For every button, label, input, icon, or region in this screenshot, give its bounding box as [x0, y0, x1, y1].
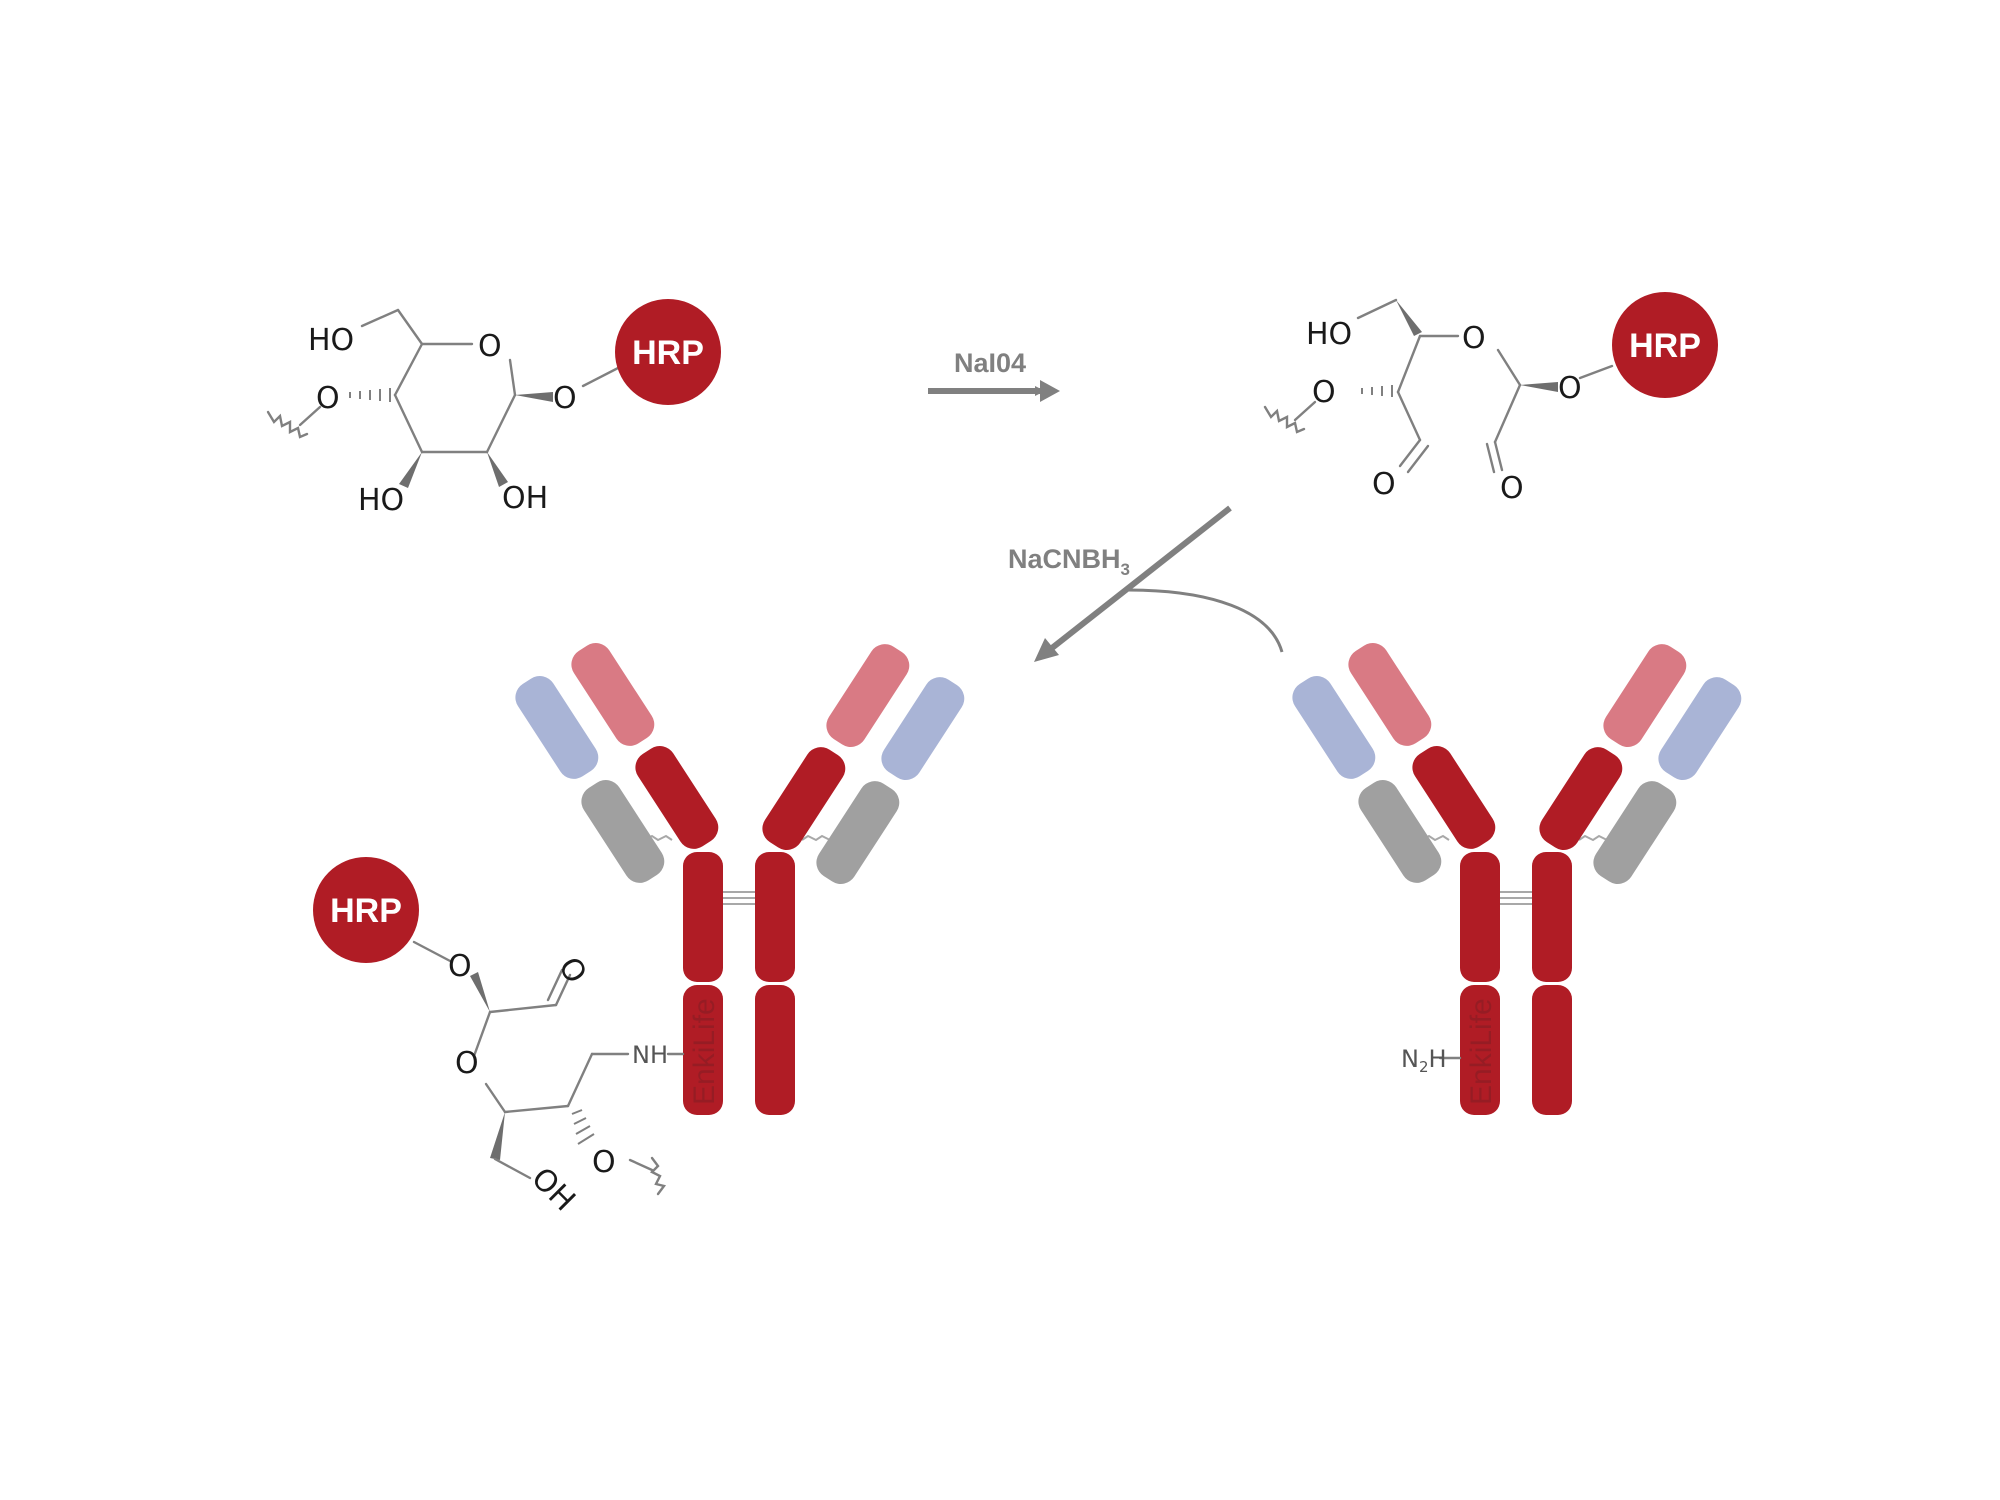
free-left-light-variable [1292, 676, 1376, 779]
oxidized-link-oxygen-label: O [1558, 371, 1582, 406]
conjugate-oh-label: OH [524, 1161, 581, 1218]
free-right-heavy-ch1 [1539, 747, 1623, 850]
hrp-circle [615, 299, 721, 405]
left-heavy-ch3 [683, 985, 723, 1115]
oxidized-hrp-label: HRP [1629, 327, 1701, 365]
free-left-heavy-ch1 [1412, 746, 1496, 849]
antibody-join-curve [1127, 588, 1284, 653]
reduction-arrow [1050, 505, 1232, 651]
free-right-heavy-ch3 [1532, 985, 1572, 1115]
conjugate-hrp-circle [313, 857, 419, 963]
free-left-light-constant [1358, 780, 1442, 883]
right-heavy-variable [826, 644, 910, 747]
hrp-label: HRP [632, 334, 704, 372]
oxidized-glyco-oxygen-label: O [1312, 375, 1336, 410]
oxidized-ring-oxygen-label: O [1462, 321, 1486, 356]
anomeric-oxygen-label: O [553, 381, 577, 416]
free-right-light-constant [1593, 781, 1677, 884]
ho-c3-label: HO [358, 483, 404, 518]
left-light-constant [581, 780, 665, 883]
conjugate-glyco-oxygen-label: O [592, 1145, 616, 1180]
conjugate-link-oxygen-label: O [448, 949, 472, 984]
conjugate-hrp-label: HRP [330, 892, 402, 930]
free-left-heavy-ch3 [1460, 985, 1500, 1115]
ring-oxygen-label: O [478, 329, 502, 364]
conjugate-aldehyde-oxygen-label: O [551, 952, 593, 990]
free-amine-h: H [1429, 1045, 1447, 1073]
free-right-heavy-variable [1603, 644, 1687, 747]
oxidation-step: NaI04 [928, 348, 1060, 402]
brand-watermark-right: EnkiLife [1465, 998, 1498, 1105]
aldehyde-oxygen-2-label: O [1500, 471, 1524, 506]
ho-ch2-label: HO [308, 323, 354, 358]
glycan-hrp-molecule: O HO O O HO OH HRP [266, 299, 721, 518]
oxidized-ho-label: HO [1306, 317, 1352, 352]
free-right-light-variable [1658, 677, 1742, 780]
reduction-reagent-subscript: 3 [1121, 560, 1130, 579]
oxidized-hrp-circle [1612, 292, 1718, 398]
free-antibody: EnkiLife N2H [1292, 643, 1742, 1115]
oh-c2-label: OH [502, 481, 548, 516]
reduction-reagent-label: NaCNBH3 [1008, 544, 1130, 579]
brand-watermark-left: EnkiLife [688, 998, 721, 1105]
right-light-constant [816, 781, 900, 884]
aldehyde-oxygen-1-label: O [1372, 467, 1396, 502]
right-heavy-ch1 [762, 747, 846, 850]
reduction-reagent-base: NaCNBH [1008, 544, 1121, 574]
conjugate-amine-label: NH [632, 1041, 668, 1069]
right-heavy-ch2 [755, 852, 795, 982]
left-heavy-variable [571, 643, 655, 746]
free-left-heavy-ch2 [1460, 852, 1500, 982]
free-right-heavy-ch2 [1532, 852, 1572, 982]
free-amine-label: N2H [1401, 1045, 1447, 1076]
left-heavy-ch2 [683, 852, 723, 982]
free-amine-n: N [1401, 1045, 1419, 1073]
free-amine-subscript: 2 [1419, 1058, 1429, 1076]
right-light-variable [881, 677, 965, 780]
free-left-heavy-variable [1348, 643, 1432, 746]
reduction-step: NaCNBH3 [1008, 505, 1284, 662]
oxidized-glycan-molecule: HO O O O O O HRP [1263, 292, 1718, 506]
conjugated-antibody: EnkiLife O O O O OH NH HRP [313, 643, 965, 1218]
right-heavy-ch3 [755, 985, 795, 1115]
left-light-variable [515, 676, 599, 779]
left-heavy-ch1 [635, 746, 719, 849]
conjugate-ring-oxygen-label: O [455, 1046, 479, 1081]
oxidation-reagent-label: NaI04 [954, 348, 1026, 378]
glyco-oxygen-label: O [316, 381, 340, 416]
